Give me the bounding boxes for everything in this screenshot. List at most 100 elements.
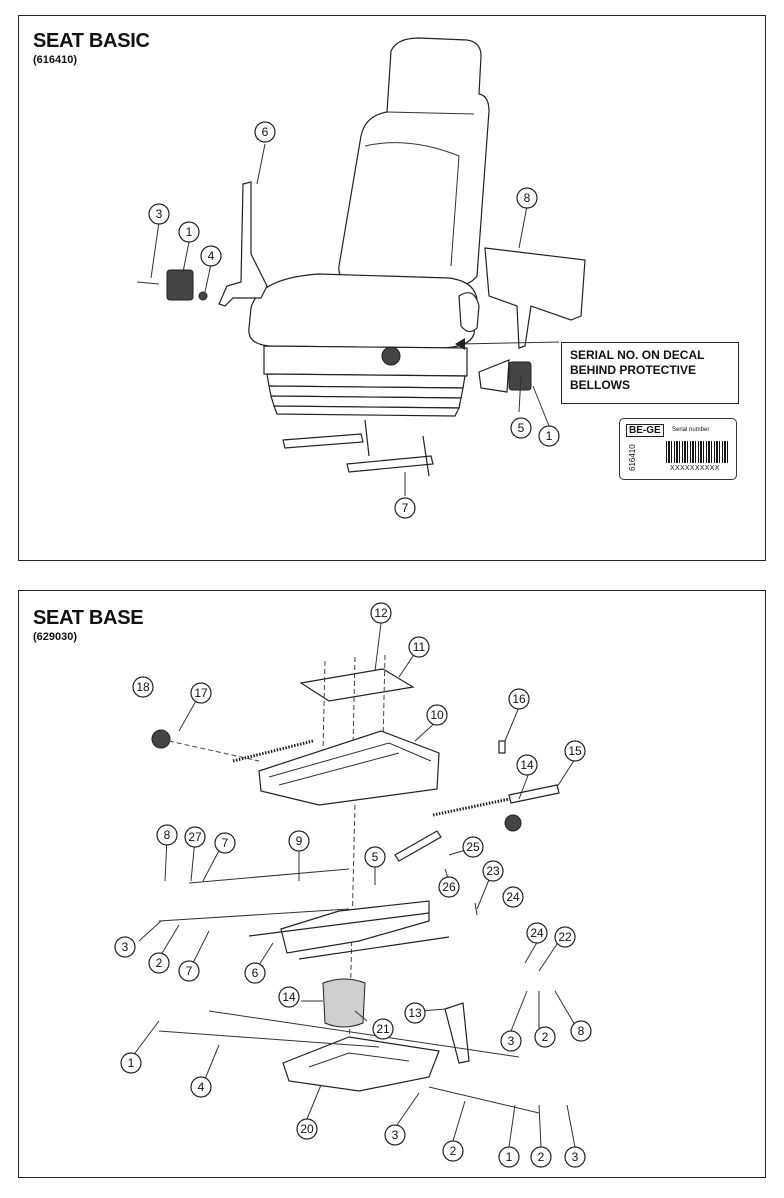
callout-1a: 1 — [178, 221, 200, 243]
callout-6: 6 — [244, 962, 266, 984]
callout-7b: 7 — [178, 960, 200, 982]
callout-18: 17 — [190, 682, 212, 704]
seat-basic-title: SEAT BASIC — [33, 30, 150, 52]
knob-19 — [151, 729, 171, 749]
pin-17 — [498, 740, 506, 754]
callout-5: 5 — [510, 417, 532, 439]
serial-number-label: BE-GE Serial number 616410 XXXXXXXXXX — [619, 418, 737, 480]
upper-frame — [258, 730, 440, 806]
callout-22: 22 — [554, 926, 576, 948]
nut-left — [198, 291, 208, 301]
callout-8: 8 — [516, 187, 538, 209]
callout-21: 21 — [372, 1018, 394, 1040]
callout-1b: 1 — [538, 425, 560, 447]
callout-15: 14 — [516, 754, 538, 776]
serial-decal-note: SERIAL NO. ON DECAL BEHIND PROTECTIVE BE… — [561, 342, 739, 404]
callout-8b: 8 — [570, 1020, 592, 1042]
spring-right — [432, 795, 520, 817]
callout-18-label: 17 — [194, 686, 208, 700]
seat-base-drawing: 12 11 18 17 10 16 15 14 8 27 7 9 5 25 26… — [114, 602, 592, 1168]
scissor-frame — [280, 900, 430, 954]
callout-16-label: 15 — [568, 744, 582, 758]
callout-5-label: 5 — [372, 850, 379, 864]
callout-15-label: 14 — [520, 758, 534, 772]
knob-small — [504, 814, 522, 832]
callout-26-label: 26 — [442, 880, 456, 894]
callout-12-label: 12 — [374, 606, 388, 620]
callout-21-label: 21 — [376, 1022, 390, 1036]
shaft-6 — [248, 912, 430, 937]
callout-6: 6 — [254, 121, 276, 143]
callout-17: 16 — [508, 688, 530, 710]
callout-14: 14 — [278, 986, 300, 1008]
callout-17-label: 16 — [512, 692, 526, 706]
callout-1b-label: 1 — [546, 429, 553, 443]
top-plate — [299, 668, 415, 702]
armrest-bracket-right — [484, 247, 586, 349]
base-plate — [282, 1036, 440, 1092]
callout-22-label: 22 — [558, 930, 572, 944]
air-spring — [322, 978, 366, 1028]
callout-3a: 3 — [114, 936, 136, 958]
callout-4-label: 4 — [208, 249, 215, 263]
callout-27: 27 — [184, 826, 206, 848]
seat-basic-panel: SEAT BASIC (616410) — [18, 15, 766, 561]
callout-3c-label: 3 — [392, 1128, 399, 1142]
callout-23: 23 — [482, 860, 504, 882]
callout-7-label: 7 — [402, 501, 409, 515]
seat-base-panel: SEAT BASE (629030) — [18, 590, 766, 1178]
callout-3: 3 — [148, 203, 170, 225]
armrest-bracket-left — [218, 181, 268, 307]
seat-basic-drawing: 6 3 1 4 8 5 1 7 — [136, 37, 586, 519]
callout-3d-label: 3 — [572, 1150, 579, 1164]
callout-26: 26 — [438, 876, 460, 898]
label-caption: Serial number — [672, 427, 710, 433]
callout-1a-label: 1 — [186, 225, 193, 239]
callout-2a: 2 — [148, 952, 170, 974]
screw-left — [136, 281, 160, 285]
callout-3b: 3 — [500, 1030, 522, 1052]
callout-10: 10 — [426, 704, 448, 726]
switch-left — [166, 269, 194, 301]
callout-14-label: 14 — [282, 990, 296, 1004]
callout-12: 12 — [370, 602, 392, 624]
callout-2c: 2 — [442, 1140, 464, 1162]
callout-1a: 1 — [120, 1052, 142, 1074]
callout-25-label: 25 — [466, 840, 480, 854]
seat-suspension-base — [263, 345, 468, 377]
callout-3a-label: 3 — [122, 940, 129, 954]
callout-6-label: 6 — [262, 125, 269, 139]
callout-5: 5 — [364, 846, 386, 868]
tube-16 — [508, 784, 560, 804]
callout-2c-label: 2 — [450, 1144, 457, 1158]
callout-3c: 3 — [384, 1124, 406, 1146]
lever-13 — [444, 1002, 470, 1064]
callout-1a-label: 1 — [128, 1056, 135, 1070]
callout-8-label: 8 — [524, 191, 531, 205]
callout-20: 20 — [296, 1118, 318, 1140]
callout-3b-label: 3 — [508, 1034, 515, 1048]
callout-2b-label: 2 — [542, 1030, 549, 1044]
callout-11: 11 — [408, 636, 430, 658]
callout-25: 25 — [462, 836, 484, 858]
callout-24b: 24 — [526, 922, 548, 944]
callout-23-label: 23 — [486, 864, 500, 878]
label-brand: BE-GE — [626, 424, 664, 437]
callout-24b-label: 24 — [530, 926, 544, 940]
callout-4: 4 — [200, 245, 222, 267]
callout-9-label: 9 — [296, 834, 303, 848]
decal-note-line-1: SERIAL NO. ON DECAL — [570, 348, 705, 362]
label-part-number: 616410 — [628, 444, 637, 471]
callout-7a: 7 — [214, 832, 236, 854]
decal-pointer — [458, 341, 560, 345]
callout-8b-label: 8 — [578, 1024, 585, 1038]
callout-1b-label: 1 — [506, 1150, 513, 1164]
callout-19: 18 — [132, 676, 154, 698]
callout-27-label: 27 — [188, 830, 202, 844]
callout-13: 13 — [404, 1002, 426, 1024]
callout-2b: 2 — [534, 1026, 556, 1048]
barcode — [666, 441, 730, 463]
shaft-lower — [298, 936, 450, 960]
callout-7a-label: 7 — [222, 836, 229, 850]
callout-2d-label: 2 — [538, 1150, 545, 1164]
